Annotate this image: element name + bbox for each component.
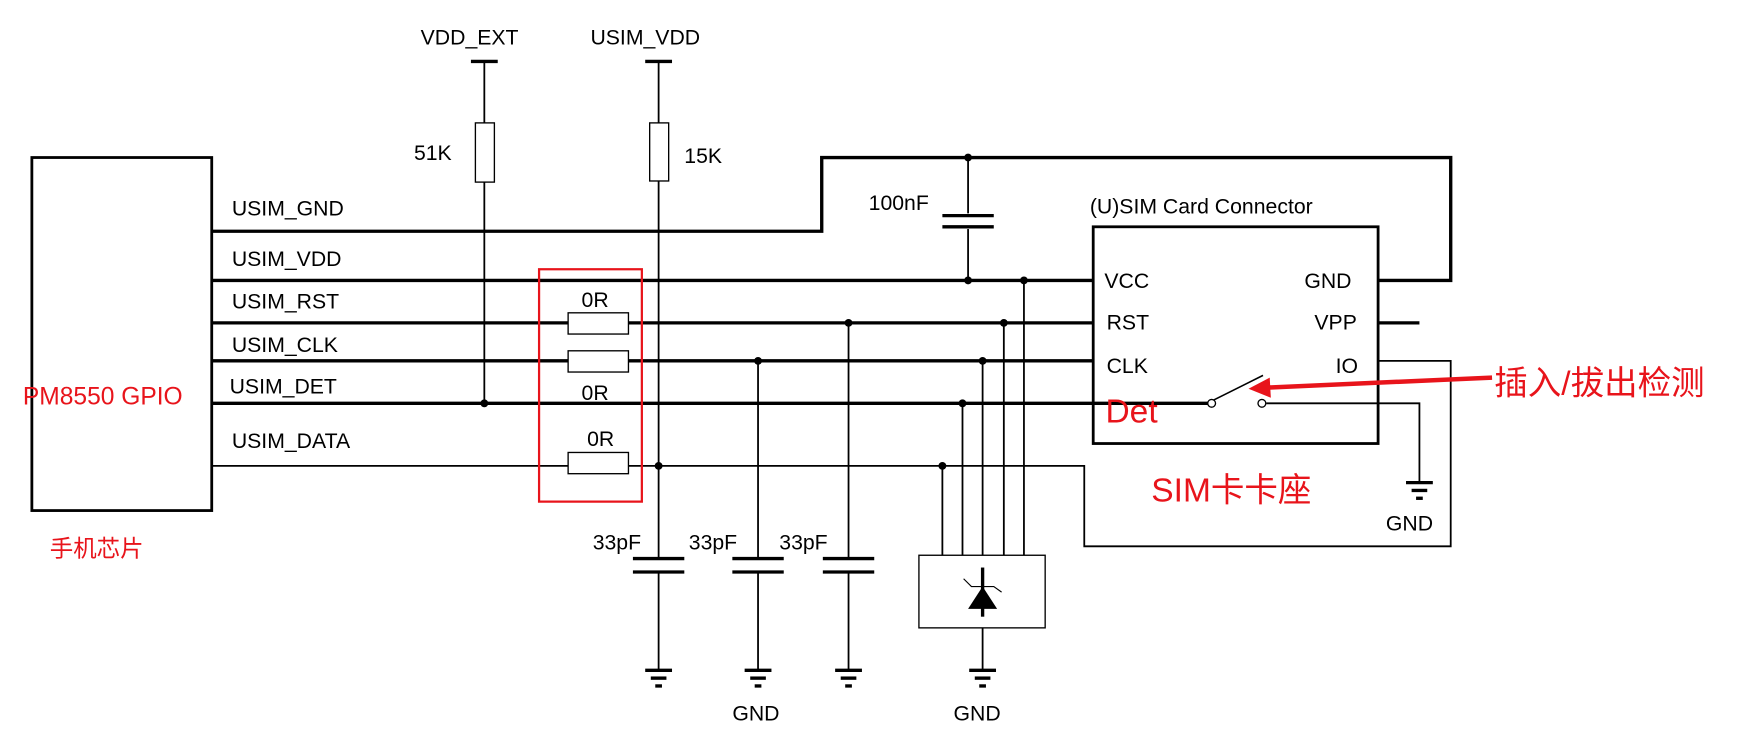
pin-vcc: VCC — [1104, 270, 1149, 293]
connector-title: (U)SIM Card Connector — [1090, 195, 1313, 218]
resistor-0r-rst-label: 0R — [582, 289, 609, 312]
resistor-0r-data-label: 0R — [587, 428, 614, 451]
ground-icon — [833, 668, 864, 688]
resistor-15k — [649, 122, 670, 182]
insert-detect-annotation: 插入/拔出检测 — [1494, 365, 1704, 402]
capacitor-33pf-rst — [821, 556, 876, 574]
ground-icon — [967, 668, 998, 688]
net-label-clk: USIM_CLK — [232, 334, 338, 357]
ground-label-caps: GND — [732, 703, 779, 726]
resistor-0r-data — [567, 451, 630, 475]
pin-clk: CLK — [1107, 355, 1148, 378]
capacitor-rst-label: 33pF — [779, 532, 827, 555]
pin-rst: RST — [1107, 312, 1149, 335]
resistor-51k-label: 51K — [414, 142, 452, 165]
capacitor-100nf-label: 100nF — [869, 192, 929, 215]
capacitor-clk-label: 33pF — [689, 532, 737, 555]
arrow-icon — [1248, 375, 1493, 398]
ground-icon — [742, 668, 774, 688]
wire-usim-gnd — [211, 155, 1453, 283]
pin-io: IO — [1336, 355, 1358, 378]
net-label-vdd: USIM_VDD — [232, 248, 342, 271]
resistor-51k — [474, 122, 496, 183]
chip-block — [30, 156, 214, 512]
net-label-det: USIM_DET — [230, 375, 337, 398]
sim-socket-annotation: SIM卡卡座 — [1151, 473, 1311, 510]
chip-caption: 手机芯片 — [50, 535, 144, 561]
capacitor-33pf-data — [631, 556, 686, 574]
ground-label-tvs: GND — [954, 703, 1001, 726]
supply-usim-vdd-label: USIM_VDD — [590, 27, 700, 50]
det-label: Det — [1105, 393, 1158, 430]
chip-label: PM8550 GPIO — [23, 383, 183, 410]
series-resistor-highlight — [537, 268, 643, 503]
ground-label-switch: GND — [1386, 513, 1433, 536]
ground-icon — [1404, 480, 1435, 500]
net-label-data: USIM_DATA — [232, 430, 351, 453]
resistor-0r-rst — [567, 312, 630, 335]
pin-vpp: VPP — [1314, 312, 1356, 335]
capacitor-data-label: 33pF — [593, 532, 641, 555]
wire-det-gnd — [1266, 402, 1421, 483]
net-label-gnd: USIM_GND — [232, 198, 344, 221]
sim-card-connector — [1091, 225, 1380, 445]
capacitor-33pf-clk — [731, 556, 785, 574]
resistor-15k-label: 15K — [684, 145, 722, 168]
tvs-diode-icon — [963, 567, 1002, 617]
pin-gnd: GND — [1304, 270, 1351, 293]
ground-icon — [643, 668, 674, 688]
junction-dots — [480, 153, 1028, 470]
net-label-rst: USIM_RST — [232, 290, 339, 313]
supply-vdd-ext-label: VDD_EXT — [421, 27, 519, 50]
detect-switch-icon — [1207, 374, 1267, 408]
resistor-0r-clk-label: 0R — [582, 382, 609, 405]
resistor-0r-clk — [567, 350, 630, 373]
